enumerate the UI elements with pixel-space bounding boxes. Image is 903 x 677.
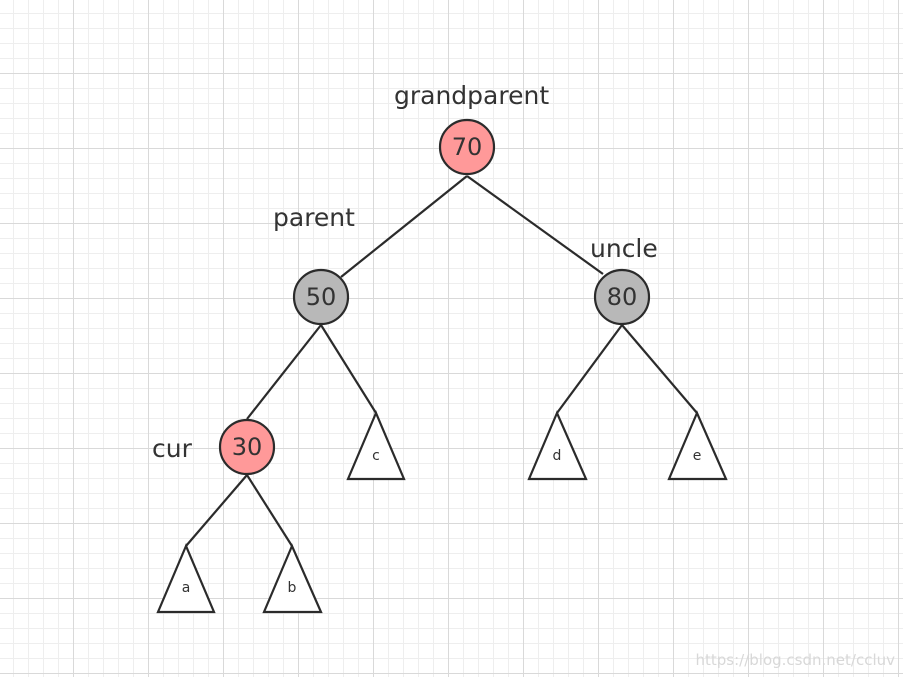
edge-cur-b (246, 474, 293, 547)
subtree-b-label: b (288, 580, 297, 596)
subtree-a: a (156, 543, 216, 614)
node-cur-value: 30 (232, 433, 263, 461)
edge-grandparent-uncle (466, 175, 604, 275)
edge-parent-c (320, 324, 377, 414)
subtree-e: e (667, 410, 728, 481)
subtree-a-label: a (182, 580, 191, 596)
node-uncle-value: 80 (607, 283, 638, 311)
subtree-c: c (346, 410, 406, 481)
edge-uncle-e (621, 324, 698, 414)
node-cur-circle (218, 418, 276, 476)
edge-cur-a (185, 474, 248, 547)
subtree-d: d (527, 410, 588, 481)
edge-grandparent-parent (340, 175, 468, 278)
node-parent-value: 50 (306, 283, 337, 311)
node-parent: 50 (292, 268, 350, 326)
subtree-b: b (262, 543, 323, 614)
label-cur: cur (152, 434, 193, 463)
label-uncle: uncle (590, 234, 658, 263)
node-grandparent-value: 70 (452, 133, 483, 161)
node-grandparent: 70 (438, 118, 496, 176)
node-uncle: 80 (593, 268, 651, 326)
edges (185, 175, 698, 547)
watermark-text: https://blog.csdn.net/ccluv (695, 651, 896, 669)
edge-parent-cur (246, 324, 322, 420)
node-parent-circle (292, 268, 350, 326)
node-grandparent-circle (438, 118, 496, 176)
subtree-d-label: d (553, 448, 562, 464)
subtree-c-label: c (372, 448, 380, 464)
node-cur: 30 (218, 418, 276, 476)
label-parent: parent (273, 203, 355, 232)
subtree-e-label: e (693, 448, 702, 464)
node-uncle-circle (593, 268, 651, 326)
edge-uncle-d (556, 324, 623, 414)
label-grandparent: grandparent (394, 81, 549, 110)
